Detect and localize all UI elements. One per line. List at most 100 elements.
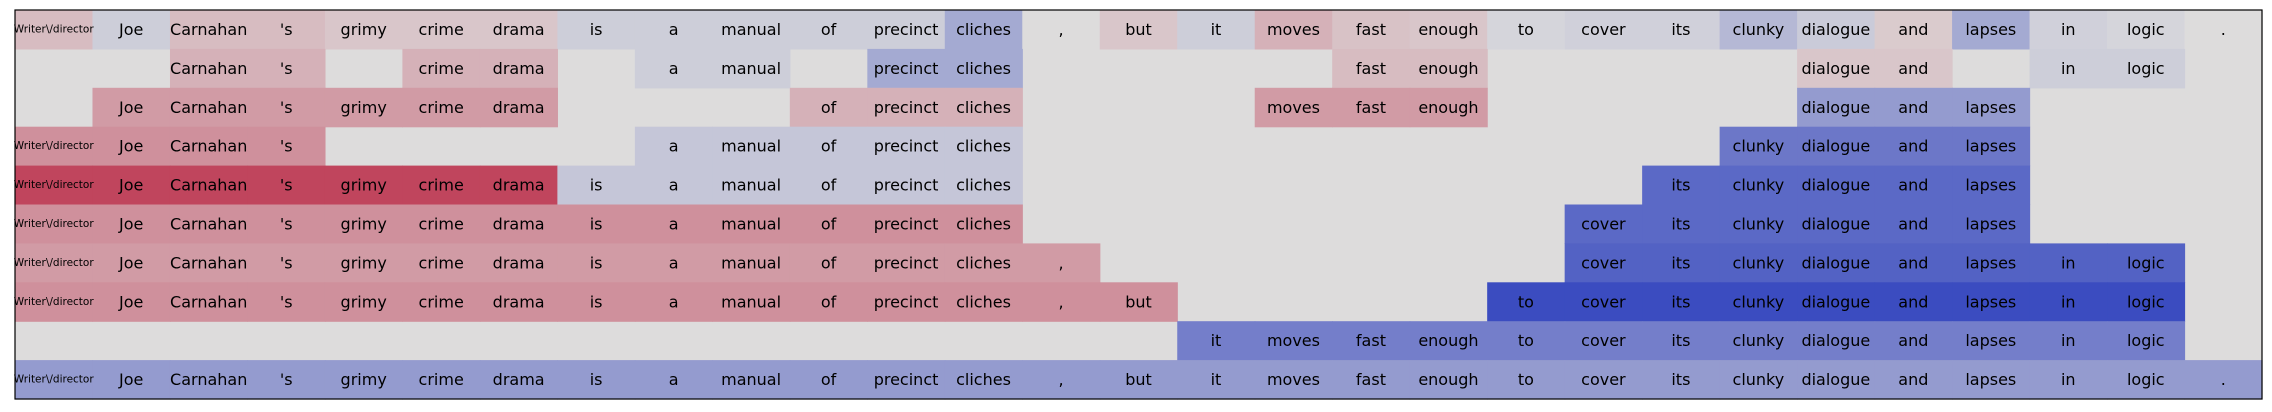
- heatmap-cell: [1022, 243, 1101, 283]
- token-label: Joe: [118, 98, 143, 117]
- token-label: Carnahan: [170, 137, 247, 156]
- token-label: of: [821, 137, 837, 156]
- heatmap-cell: [1874, 204, 1953, 244]
- token-label: and: [1898, 370, 1928, 389]
- token-label: its: [1671, 331, 1690, 350]
- heatmap-cell: [1022, 282, 1101, 322]
- heatmap-cell: [867, 204, 946, 244]
- token-label: in: [2061, 370, 2076, 389]
- token-label: 's: [280, 292, 293, 311]
- heatmap-cell: [92, 360, 171, 400]
- token-label: clunky: [1733, 253, 1785, 272]
- heatmap-cell: [1099, 282, 1178, 322]
- heatmap-cell: [1719, 360, 1798, 400]
- heatmap-cell: [247, 360, 326, 400]
- token-label: cliches: [956, 176, 1011, 195]
- token-label: logic: [2127, 59, 2165, 78]
- token-label: lapses: [1965, 253, 2016, 272]
- token-label: Writer\/director: [14, 296, 95, 308]
- token-label: crime: [419, 214, 464, 233]
- token-label: 's: [280, 20, 293, 39]
- heatmap-cell: [2029, 10, 2108, 50]
- heatmap-cell: [1099, 10, 1178, 50]
- token-label: cover: [1581, 214, 1626, 233]
- heatmap-cell: [1952, 360, 2031, 400]
- token-label: it: [1211, 331, 1222, 350]
- token-label: 's: [280, 176, 293, 195]
- heatmap-cell: [15, 282, 94, 322]
- token-label: logic: [2127, 331, 2165, 350]
- token-label: its: [1671, 20, 1690, 39]
- heatmap-cell: [789, 282, 868, 322]
- heatmap-cell: [2184, 360, 2263, 400]
- heatmap-cell: [92, 204, 171, 244]
- token-label: dialogue: [1801, 59, 1870, 78]
- token-label: grimy: [341, 370, 387, 389]
- heatmap-cell: [402, 87, 481, 128]
- token-label: a: [669, 214, 679, 233]
- heatmap-cell: [2107, 48, 2186, 89]
- token-label: dialogue: [1801, 98, 1870, 117]
- token-label: Writer\/director: [14, 374, 95, 386]
- token-label: cover: [1581, 253, 1626, 272]
- token-label: precinct: [874, 292, 939, 311]
- heatmap-cell: [1797, 243, 1876, 283]
- heatmap-cell: [789, 360, 868, 400]
- token-label: ,: [1058, 253, 1063, 272]
- heatmap-cell: [402, 165, 481, 206]
- heatmap-cell: [1332, 321, 1411, 361]
- heatmap-cell: [1797, 126, 1876, 167]
- heatmap-cell: [1564, 282, 1643, 322]
- heatmap-cell: [944, 10, 1023, 50]
- token-label: lapses: [1965, 98, 2016, 117]
- heatmap-cell: [479, 282, 558, 322]
- token-label: Joe: [118, 176, 143, 195]
- heatmap-cell: [2029, 360, 2108, 400]
- heatmap-cell: [1797, 165, 1876, 206]
- token-label: is: [590, 176, 603, 195]
- heatmap-cell: [1332, 360, 1411, 400]
- heatmap-cell: [867, 360, 946, 400]
- heatmap-cell: [634, 165, 713, 206]
- heatmap-cell: [15, 10, 94, 50]
- token-label: drama: [493, 370, 545, 389]
- token-label: is: [590, 253, 603, 272]
- heatmap-cell: [169, 282, 249, 322]
- token-label: enough: [1418, 98, 1478, 117]
- heatmap-cell: [1952, 243, 2031, 283]
- token-label: of: [821, 214, 837, 233]
- token-label: its: [1671, 253, 1690, 272]
- heatmap-cell: [402, 282, 481, 322]
- heatmap-cell: [479, 48, 558, 89]
- heatmap-cell: [1797, 282, 1876, 322]
- token-label: Carnahan: [170, 214, 247, 233]
- heatmap-cell: [1332, 48, 1411, 89]
- heatmap-cell: [634, 243, 713, 283]
- heatmap-cell: [479, 204, 558, 244]
- heatmap-cell: [2029, 321, 2108, 361]
- heatmap-cell: [1797, 10, 1876, 50]
- token-label: crime: [419, 176, 464, 195]
- token-label: .: [2221, 370, 2226, 389]
- token-label: drama: [493, 214, 545, 233]
- token-label: 's: [280, 59, 293, 78]
- heatmap-cell: [1797, 204, 1876, 244]
- heatmap-cell: [712, 10, 791, 50]
- token-label: of: [821, 98, 837, 117]
- token-label: manual: [721, 20, 781, 39]
- token-label: cliches: [956, 214, 1011, 233]
- heatmap-cell: [1564, 243, 1643, 283]
- token-label: in: [2061, 331, 2076, 350]
- heatmap-cell: [712, 360, 791, 400]
- heatmap-cell: [1719, 243, 1798, 283]
- heatmap-cell: [2107, 282, 2186, 322]
- token-label: a: [669, 253, 679, 272]
- heatmap-cell: [2029, 243, 2108, 283]
- token-label: its: [1671, 176, 1690, 195]
- heatmap-cell: [789, 10, 868, 50]
- token-label: logic: [2127, 370, 2165, 389]
- token-label: in: [2061, 20, 2076, 39]
- token-label: drama: [493, 59, 545, 78]
- heatmap-cell: [1874, 126, 1953, 167]
